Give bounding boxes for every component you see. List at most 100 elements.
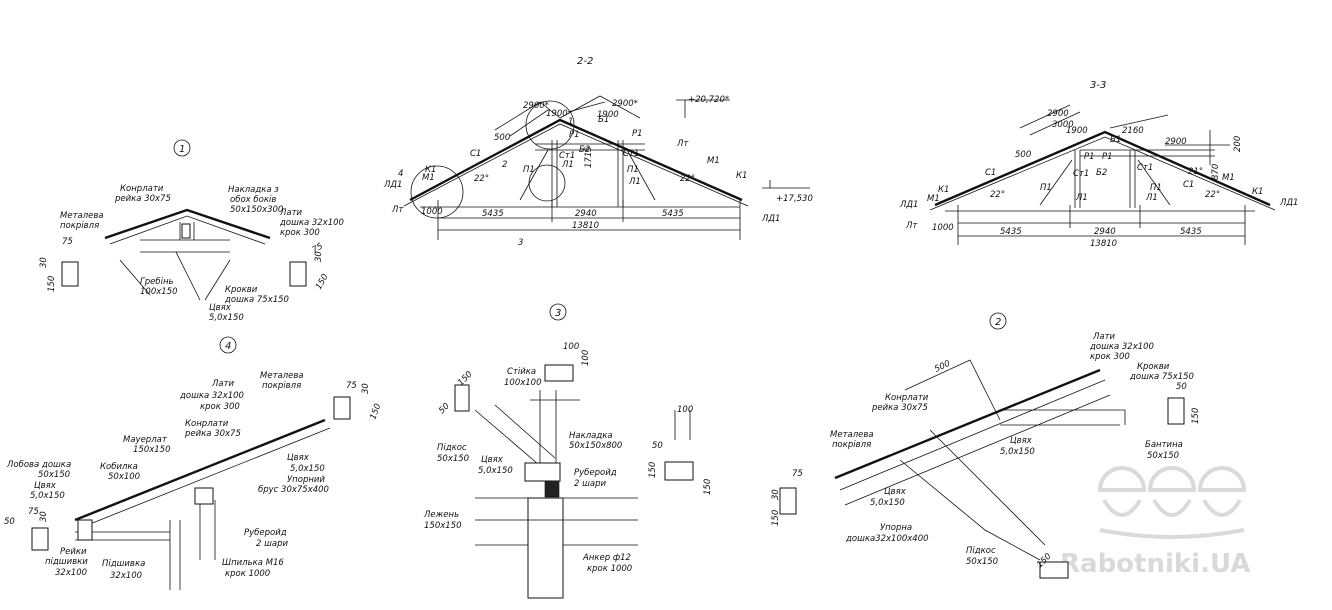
- dim-100-top: 100: [563, 342, 579, 352]
- label-tsviakh-size: 5,0х150: [478, 466, 513, 476]
- dim-2900-a: 2900: [1047, 109, 1069, 119]
- label-fascia-size: 50х150: [38, 470, 70, 480]
- label-upornyi: Упорний: [287, 475, 325, 485]
- label-ankor-step: крок 1000: [587, 564, 632, 574]
- callout-2: 2: [502, 160, 507, 170]
- dim-2900-right: 2900*: [612, 99, 638, 109]
- label-kontrlaty: Конрлати: [120, 184, 164, 194]
- label-bantyna-size: 50х150: [1147, 451, 1179, 461]
- dim-1900: 1900: [1066, 126, 1088, 136]
- callout-1: 1: [568, 117, 573, 127]
- label-m1-right: М1: [707, 156, 720, 166]
- height-1715: 1715: [584, 146, 594, 168]
- dim-150: 150: [368, 402, 383, 421]
- label-b1: Б1: [598, 115, 609, 125]
- span-right: 5435: [662, 209, 684, 219]
- label-krokvy-size: дошка 75х150: [1129, 372, 1194, 382]
- overlay-section: [674, 410, 691, 440]
- span-total: 13810: [572, 221, 599, 231]
- label-braces-left: П1: [523, 165, 535, 175]
- label-metal-roof: Металева: [260, 371, 304, 381]
- dim-200: 200: [1233, 136, 1243, 152]
- label-stiika: Стійка: [507, 367, 536, 377]
- detail-circle-1: [525, 100, 575, 150]
- dim-30: 30: [361, 383, 371, 394]
- detail-circle-3: [528, 164, 566, 202]
- label-m1-left: М1: [422, 173, 435, 183]
- label-c1-right: С1: [1183, 180, 1194, 190]
- collar-beam: [1080, 149, 1215, 157]
- label-metal-roof: Металева: [830, 430, 874, 440]
- post-section: [544, 364, 574, 382]
- label-nakladka: Накладка з: [228, 185, 279, 195]
- label-metal-roof: Металева: [60, 211, 104, 221]
- dim-100-side: 100: [581, 350, 591, 366]
- eave-structure: [75, 427, 331, 590]
- label-braces-right: П1: [627, 165, 639, 175]
- label-pidkos-size: 50х150: [437, 454, 469, 464]
- label-shpylka: Шпилька М16: [222, 558, 284, 568]
- rafter-section-eave: [31, 527, 49, 551]
- watermark-logo-icon: [1097, 466, 1247, 539]
- left-height: 1000: [421, 207, 443, 217]
- posts: [551, 140, 624, 207]
- collar-beam: [535, 143, 645, 151]
- label-p1-left: Р1: [569, 130, 580, 140]
- label-nakladka-size: 50х150х300: [230, 205, 283, 215]
- label-tsviakh-1: Цвях: [34, 481, 57, 491]
- label-pidshyvka: Підшивка: [102, 559, 145, 569]
- dim-150-right-v: 150: [648, 462, 658, 478]
- span-right: 5435: [1180, 227, 1202, 237]
- label-l1-left: Л1: [561, 160, 574, 170]
- label-krokvy: Крокви: [1137, 362, 1170, 372]
- label-shpylka-step: крок 1000: [225, 569, 270, 579]
- label-tsviakh-size: 5,0х150: [209, 313, 244, 323]
- brace-section: [1039, 561, 1069, 579]
- top-dim-lines-2: [509, 101, 606, 137]
- label-p1-right: Р1: [632, 129, 643, 139]
- watermark: Rabotniki.UA: [1060, 466, 1250, 579]
- label-pidshyvka-size: 32х100: [110, 571, 142, 581]
- label-kontrlaty: Конрлати: [185, 419, 229, 429]
- label-tsviakh-1-size: 5,0х150: [30, 491, 65, 501]
- label-reiky-size: 32х100: [55, 568, 87, 578]
- roof-slope: [834, 368, 1101, 480]
- detail-3-number-circle: [549, 303, 567, 321]
- label-mauerlat: Мауерлат: [123, 435, 168, 445]
- label-ld1-right: ЛД1: [761, 214, 780, 224]
- watermark-text: Rabotniki.UA: [1060, 549, 1250, 579]
- label-k1-left: К1: [938, 185, 949, 195]
- dim-1900-right: 1900: [597, 110, 619, 120]
- label-m1-left: М1: [927, 194, 940, 204]
- section-2-2-title: 2-2: [577, 56, 593, 67]
- dim-75: 75: [346, 381, 357, 391]
- detail-3-number: 3: [555, 308, 561, 319]
- mauerlat: [194, 487, 214, 505]
- dim-2900-b: 2900: [1165, 137, 1187, 147]
- label-ld1-right: ЛД1: [1279, 198, 1298, 208]
- elevation-bottom: +17,530: [776, 194, 813, 204]
- label-ankor: Анкер ф12: [582, 553, 631, 563]
- dim-500-line: [904, 359, 1001, 421]
- label-l1-right: Л1: [628, 177, 641, 187]
- label-lt: Лт: [905, 221, 918, 231]
- dim-30-left: 30: [771, 489, 781, 500]
- dim-extension-lines: [437, 200, 741, 240]
- elevation-top: +20,720*: [688, 95, 729, 105]
- dim-3000: 3000: [1052, 120, 1074, 130]
- ridge-roof: [104, 208, 271, 240]
- detail-4-number: 4: [225, 341, 231, 352]
- label-p1-left: П1: [1040, 183, 1052, 193]
- rafter-underside: [929, 136, 1276, 211]
- label-kontrlaty-size: рейка 30х75: [114, 194, 171, 204]
- label-laty: Лати: [1092, 332, 1116, 342]
- section-3-3: 3-3 2900 3000 1900 2160 2900 500 200 870…: [899, 80, 1298, 249]
- fascia-board: [77, 519, 93, 541]
- dim-500-top: 500: [1015, 150, 1031, 160]
- label-laty-size: дошка 32х100: [179, 391, 244, 401]
- label-ld1-left: ЛД1: [383, 180, 402, 190]
- detail-circle-4: [410, 165, 464, 219]
- eave-roof: [74, 418, 326, 522]
- left-height: 1000: [932, 223, 954, 233]
